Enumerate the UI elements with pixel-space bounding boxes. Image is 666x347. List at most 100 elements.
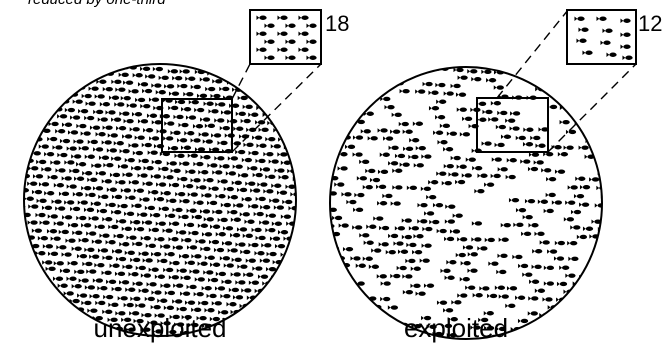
fish-icon (294, 123, 296, 129)
fish-icon (194, 147, 206, 152)
fish-icon (113, 233, 124, 239)
fish-icon (191, 307, 202, 313)
fish-icon (467, 268, 478, 273)
fish-icon (235, 280, 246, 285)
fish-icon (378, 242, 389, 247)
fish-icon (160, 191, 171, 196)
fish-icon (459, 132, 471, 137)
fish-icon (290, 153, 296, 159)
fish-icon (315, 191, 325, 195)
fish-icon (157, 258, 168, 264)
fish-icon (214, 286, 226, 291)
fish-icon (388, 233, 399, 239)
fish-icon (102, 255, 113, 261)
fish-icon (62, 215, 73, 220)
fish-icon (184, 222, 195, 228)
fish-icon (31, 189, 43, 195)
fish-icon (42, 244, 54, 249)
fish-icon (208, 186, 219, 191)
fish-icon (8, 249, 18, 253)
fish-icon (456, 164, 467, 169)
fish-icon (265, 266, 277, 272)
fish-icon (200, 155, 211, 160)
fish-icon (524, 198, 536, 204)
fish-icon (131, 166, 142, 171)
fish-icon (212, 170, 223, 175)
fish-icon (46, 229, 58, 234)
fish-icon (436, 171, 447, 176)
fish-icon (563, 87, 575, 93)
fish-icon (406, 242, 417, 248)
fish-icon (30, 336, 40, 340)
fish-icon (34, 305, 45, 311)
fish-icon (578, 72, 589, 77)
fish-icon (25, 273, 36, 279)
fish-icon (439, 123, 451, 129)
fish-icon (200, 117, 211, 122)
fish-icon (47, 214, 58, 219)
fish-icon (235, 111, 246, 117)
fish-icon (365, 313, 376, 318)
fish-icon (215, 194, 226, 199)
fish-icon (444, 236, 455, 242)
fish-icon (44, 191, 55, 196)
fish-icon (82, 171, 93, 176)
fish-icon (196, 185, 207, 190)
fish-icon (175, 99, 186, 105)
fish-icon (398, 121, 409, 127)
fish-icon (156, 182, 167, 187)
fish-icon (330, 328, 333, 333)
fish-icon (390, 201, 401, 206)
fish-icon (288, 206, 296, 211)
sample-box-exploited (476, 97, 549, 153)
fish-icon (337, 166, 348, 171)
fish-icon (190, 138, 201, 143)
fish-icon (35, 251, 46, 256)
fish-icon (306, 327, 316, 331)
fish-icon (59, 268, 71, 274)
fish-icon (119, 148, 130, 154)
fish-icon (261, 74, 272, 79)
fish-icon (227, 324, 238, 330)
fish-icon (255, 158, 266, 164)
fish-icon (114, 271, 126, 277)
fish-icon (55, 91, 66, 97)
fish-icon (527, 311, 538, 316)
fish-icon (575, 176, 586, 181)
fish-icon (47, 136, 58, 142)
fish-icon (13, 258, 23, 262)
fish-icon (448, 172, 459, 177)
fish-icon (163, 136, 174, 141)
fish-icon (128, 180, 140, 185)
fish-icon (221, 241, 233, 246)
fish-icon (515, 295, 526, 300)
fish-icon (77, 69, 88, 74)
fish-icon (197, 261, 208, 266)
fish-icon (435, 115, 446, 120)
fish-icon (417, 202, 428, 208)
fish-icon (277, 230, 289, 235)
fish-icon (152, 66, 164, 72)
fish-icon (55, 129, 66, 134)
fish-icon (134, 135, 145, 140)
fish-icon (179, 161, 190, 166)
fish-icon (587, 122, 598, 127)
fish-icon (90, 201, 102, 206)
fish-icon (53, 221, 64, 226)
fish-icon (24, 74, 26, 79)
fish-icon (591, 145, 602, 151)
fish-icon (250, 188, 261, 193)
fish-icon (146, 113, 158, 118)
fish-icon (28, 204, 39, 209)
fish-icon (243, 272, 254, 277)
fish-icon (239, 212, 250, 217)
fish-icon (276, 190, 288, 195)
fish-icon (597, 98, 602, 103)
fish-icon (12, 273, 22, 277)
fish-icon (58, 64, 69, 67)
fish-icon (271, 183, 282, 188)
fish-icon (188, 230, 199, 236)
fish-icon (369, 177, 381, 183)
fish-icon (518, 263, 529, 269)
fish-icon (43, 75, 54, 80)
